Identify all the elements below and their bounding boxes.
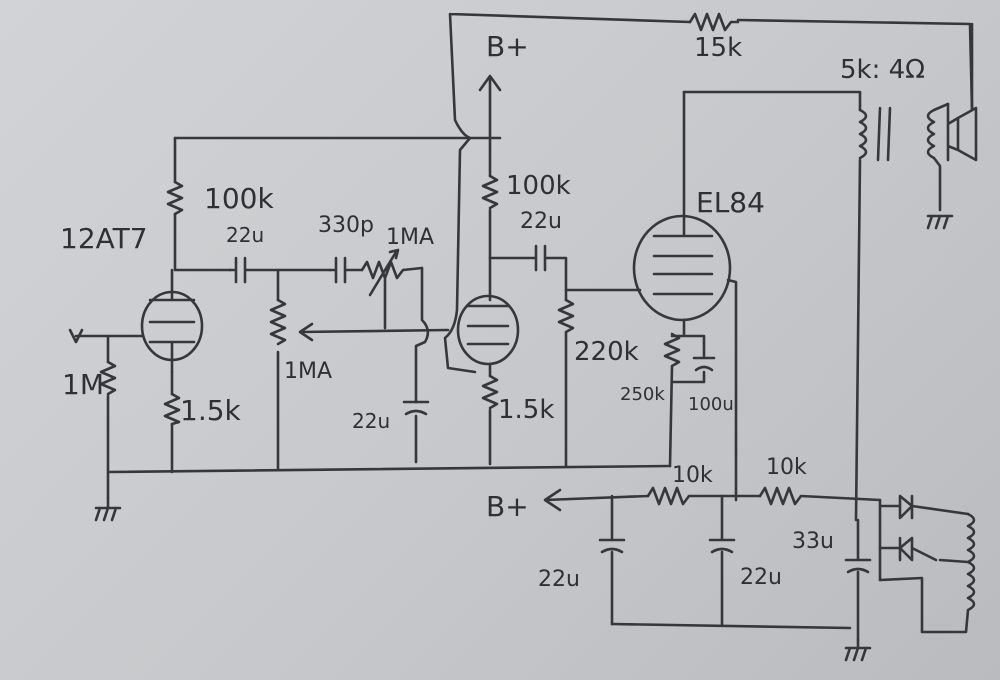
label-r-cathode2: 1.5k xyxy=(498,395,554,425)
pot-1MA-top xyxy=(360,248,424,330)
bypass-wire xyxy=(414,266,430,464)
resistor-100k-2 xyxy=(481,174,499,210)
ground-symbol-speaker xyxy=(926,214,954,230)
plate-wire-el84 xyxy=(682,90,862,112)
label-r-cathode-el84: 250k xyxy=(620,384,665,405)
cap-330p xyxy=(328,256,364,284)
label-r-input: 1M xyxy=(62,368,104,401)
resistor-1.5k-1 xyxy=(163,392,181,426)
label-tube-12at7: 12AT7 xyxy=(60,222,148,255)
tube-el84 xyxy=(632,214,732,322)
diode-2 xyxy=(878,536,938,562)
resistor-10k-2 xyxy=(758,486,882,506)
tube-12at7-b xyxy=(456,294,520,366)
tube-el84-internals xyxy=(652,90,738,502)
label-tube-el84: EL84 xyxy=(696,186,765,219)
label-cap-filter2: 22u xyxy=(740,565,782,590)
resistor-10k-1 xyxy=(646,486,762,506)
label-cap-filter1: 22u xyxy=(538,567,580,592)
cap-22u-bypass xyxy=(402,400,430,416)
transformer-core xyxy=(876,106,892,162)
resistor-220k xyxy=(557,298,575,468)
resistor-15k xyxy=(688,12,740,32)
label-r-plate2: 100k xyxy=(506,171,571,201)
tube-12at7-b-internals xyxy=(466,304,510,466)
label-cap-coupling1: 22u xyxy=(226,223,264,247)
plate-wire-1 xyxy=(173,136,232,272)
cap-filter-33u xyxy=(844,518,872,642)
input-wire xyxy=(68,328,144,500)
pot-1MA-mid xyxy=(269,298,450,346)
label-bplus-top: B+ xyxy=(486,30,529,63)
coupling-cap-2 xyxy=(488,244,568,302)
label-r-filter1: 10k xyxy=(672,463,713,488)
cap-filter-22u-1 xyxy=(598,494,626,626)
resistor-100k-1 xyxy=(166,180,184,216)
label-r-plate1: 100k xyxy=(204,182,274,215)
cap-100u xyxy=(670,334,716,384)
cap-filter-22u-2 xyxy=(708,494,736,626)
speaker-icon xyxy=(946,22,978,162)
label-cap-filter3: 33u xyxy=(792,529,834,554)
label-cap-cathode-el84: 100u xyxy=(688,394,734,415)
label-pot-1MA-top: 1MA xyxy=(386,225,434,250)
label-pot-1MA-mid: 1MA xyxy=(284,359,332,384)
bplus-arrow-top xyxy=(478,74,502,140)
ground-symbol-1 xyxy=(94,496,122,522)
coupling-cap-1 xyxy=(228,256,332,284)
bplus-arrow-bottom xyxy=(543,488,650,512)
diode-1 xyxy=(878,494,970,582)
label-bplus-bottom: B+ xyxy=(486,490,529,523)
resistor-1.5k-2 xyxy=(481,374,499,410)
resistor-1M xyxy=(99,360,117,396)
label-r-cathode1: 1.5k xyxy=(180,394,242,427)
power-transformer-secondary xyxy=(878,512,976,634)
ground-bus xyxy=(106,464,672,474)
label-r-feedback: 15k xyxy=(694,33,742,63)
label-cap-coupling2: 22u xyxy=(520,209,562,234)
label-r-grid: 220k xyxy=(574,337,639,367)
transformer-secondary xyxy=(926,102,950,212)
label-cap-330p: 330p xyxy=(318,213,374,238)
label-transformer: 5k: 4Ω xyxy=(840,55,925,85)
label-r-filter2: 10k xyxy=(766,455,807,480)
transformer-primary xyxy=(854,108,868,522)
label-cap-bypass: 22u xyxy=(352,409,390,433)
tube-12at7-internals xyxy=(148,268,196,374)
filter-ground-bus xyxy=(610,622,852,630)
ground-symbol-2 xyxy=(844,638,872,662)
